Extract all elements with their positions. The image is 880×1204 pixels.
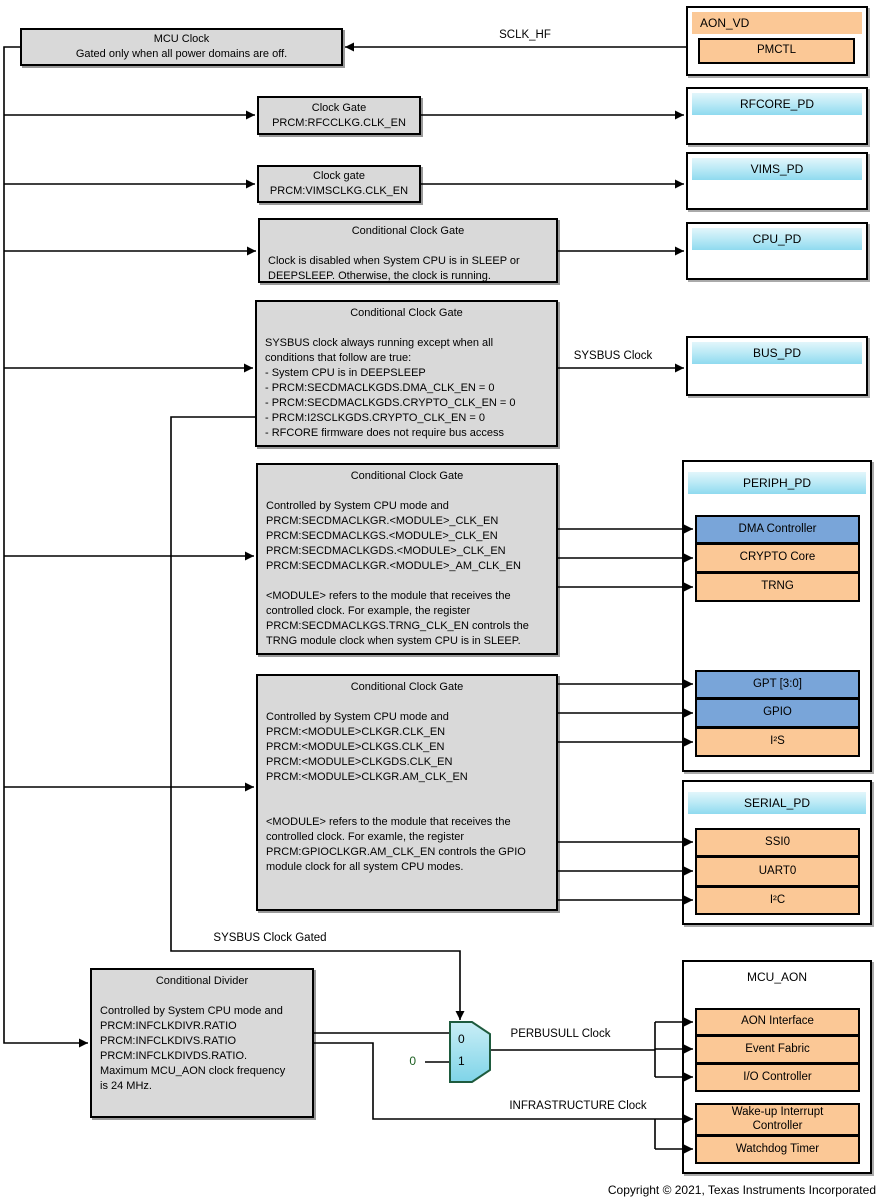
- divider-description: Controlled by System CPU mode and PRCM:I…: [100, 1005, 286, 1092]
- module-gpio: GPIO: [695, 698, 860, 728]
- rfcore-pd-title: RFCORE_PD: [692, 93, 862, 115]
- mcu-clock-title: MCU Clock: [153, 33, 210, 45]
- module-io-controller: I/O Controller: [695, 1063, 860, 1092]
- cpu-gate-title: Conditional Clock Gate: [351, 225, 465, 237]
- module-ssi0: SSI0: [695, 828, 860, 857]
- sysbus-clock-gated-label: SYSBUS Clock Gated: [213, 932, 327, 944]
- serial-pd-title: SERIAL_PD: [688, 792, 866, 814]
- cpu-pd-title: CPU_PD: [692, 228, 862, 250]
- sclk-hf-label: SCLK_HF: [499, 29, 551, 41]
- mux-constant-zero-label: 0: [409, 1054, 416, 1068]
- secdma-gate-title: Conditional Clock Gate: [350, 470, 464, 482]
- sysbus-gate-description: SYSBUS clock always running except when …: [265, 337, 516, 439]
- module-trng: TRNG: [695, 572, 860, 602]
- module-i2s: I²S: [695, 727, 860, 757]
- mcu-clock-box: MCU Clock Gated only when all power doma…: [20, 28, 343, 66]
- module-gpt: GPT [3:0]: [695, 670, 860, 699]
- vims-gate-register: PRCM:VIMSCLKG.CLK_EN: [269, 185, 409, 197]
- sysbus-gate-title: Conditional Clock Gate: [350, 307, 463, 319]
- module-watchdog-timer: Watchdog Timer: [695, 1135, 860, 1164]
- infrastructure-line: [314, 1042, 656, 1149]
- infrastructure-clock-label: INFRASTRUCTURE Clock: [509, 1100, 647, 1112]
- module-event-fabric: Event Fabric: [695, 1035, 860, 1064]
- module-gate-description: Controlled by System CPU mode and PRCM:<…: [266, 711, 526, 873]
- module-dma: DMA Controller: [695, 515, 860, 544]
- mux-input1-label: 1: [458, 1054, 465, 1068]
- bus-pd-box: BUS_PD: [686, 336, 868, 396]
- vims-clock-gate-box: Clock gate PRCM:VIMSCLKG.CLK_EN: [257, 165, 421, 203]
- module-pmctl: PMCTL: [698, 38, 855, 64]
- vims-pd-title: VIMS_PD: [692, 158, 862, 180]
- mux-input0-label: 0: [458, 1032, 465, 1046]
- cpu-gate-description: Clock is disabled when System CPU is in …: [268, 255, 520, 282]
- secdma-cond-clock-gate-box: Conditional Clock Gate Controlled by Sys…: [256, 463, 558, 655]
- vims-gate-title: Clock gate: [313, 170, 365, 182]
- mcu-clock-body: Gated only when all power domains are of…: [75, 48, 288, 60]
- module-crypto: CRYPTO Core: [695, 543, 860, 573]
- module-gate-title: Conditional Clock Gate: [350, 681, 464, 693]
- sysbus-clock-label: SYSBUS Clock: [573, 350, 653, 362]
- rfcore-pd-box: RFCORE_PD: [686, 87, 868, 145]
- cpu-cond-clock-gate-box: Conditional Clock Gate Clock is disabled…: [258, 218, 558, 283]
- rfc-clock-gate-box: Clock Gate PRCM:RFCCLKG.CLK_EN: [257, 96, 421, 135]
- module-uart0: UART0: [695, 856, 860, 887]
- rfc-gate-title: Clock Gate: [311, 101, 367, 114]
- module-aon-interface: AON Interface: [695, 1008, 860, 1036]
- bus-pd-title: BUS_PD: [692, 342, 862, 364]
- cpu-pd-box: CPU_PD: [686, 222, 868, 280]
- module-cond-clock-gate-box: Conditional Clock Gate Controlled by Sys…: [256, 674, 558, 911]
- mux-shape: [449, 1021, 491, 1083]
- copyright-notice: Copyright © 2021, Texas Instruments Inco…: [607, 1183, 876, 1197]
- aon-vd-title: AON_VD: [692, 12, 862, 34]
- secdma-gate-description: Controlled by System CPU mode and PRCM:S…: [266, 500, 529, 647]
- mcu-aon-title: MCU_AON: [746, 970, 807, 984]
- rfc-gate-register: PRCM:RFCCLKG.CLK_EN: [272, 116, 406, 129]
- perbusull-clock-label: PERBUSULL Clock: [510, 1028, 611, 1040]
- cond-divider-box: Conditional Divider Controlled by System…: [90, 968, 314, 1118]
- sysbus-cond-clock-gate-box: Conditional Clock Gate SYSBUS clock alwa…: [255, 300, 558, 447]
- periph-pd-title: PERIPH_PD: [688, 472, 866, 494]
- vims-pd-box: VIMS_PD: [686, 152, 868, 210]
- divider-title: Conditional Divider: [155, 975, 249, 987]
- module-i2c: I²C: [695, 886, 860, 915]
- module-wakeup-interrupt-controller: Wake-up Interrupt Controller: [695, 1103, 860, 1136]
- left-bus: [3, 46, 88, 1048]
